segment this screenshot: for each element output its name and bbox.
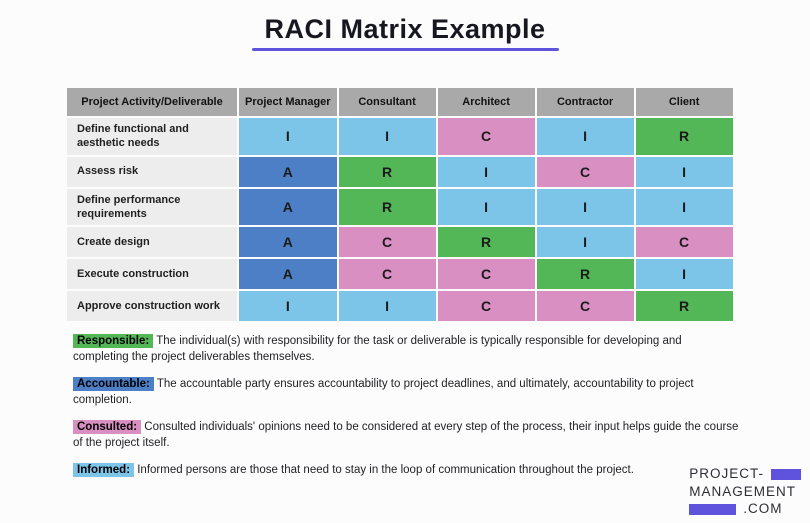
legend-key-badge: Responsible: <box>73 334 154 348</box>
raci-cell-consulted: C <box>437 291 535 322</box>
raci-cell-consulted: C <box>536 156 634 187</box>
page-title: RACI Matrix Example <box>264 14 546 44</box>
activity-label: Approve construction work <box>67 291 237 322</box>
raci-cell-informed: I <box>239 118 337 155</box>
activity-label: Create design <box>67 227 237 258</box>
logo-accent-block-icon <box>689 503 737 515</box>
raci-cell-informed: I <box>338 291 436 322</box>
column-header: Contractor <box>536 88 634 116</box>
column-header: Project Activity/Deliverable <box>67 88 237 116</box>
column-header: Project Manager <box>239 88 337 116</box>
raci-cell-responsible: R <box>635 118 733 155</box>
raci-cell-accountable: A <box>239 227 337 258</box>
raci-legend: Responsible: The individual(s) with resp… <box>73 334 739 491</box>
raci-cell-accountable: A <box>239 156 337 187</box>
raci-cell-informed: I <box>239 291 337 322</box>
raci-cell-consulted: C <box>437 118 535 155</box>
title-underline <box>251 48 559 51</box>
raci-cell-responsible: R <box>338 156 436 187</box>
legend-description: The individual(s) with responsibility fo… <box>73 335 682 363</box>
raci-cell-responsible: R <box>338 188 436 226</box>
raci-cell-responsible: R <box>635 291 733 322</box>
raci-cell-consulted: C <box>635 227 733 258</box>
raci-cell-responsible: R <box>536 259 634 290</box>
legend-description: The accountable party ensures accountabi… <box>73 378 694 406</box>
activity-label: Execute construction <box>67 259 237 290</box>
raci-cell-informed: I <box>536 227 634 258</box>
column-header: Architect <box>437 88 535 116</box>
legend-key-badge: Informed: <box>73 463 135 478</box>
logo-text-line3: .COM <box>743 501 783 517</box>
legend-item-consulted: Consulted: Consulted individuals' opinio… <box>73 420 739 451</box>
raci-cell-responsible: R <box>437 227 535 258</box>
activity-label: Define functional and aesthetic needs <box>67 118 237 155</box>
column-header: Client <box>635 88 733 116</box>
legend-key-badge: Accountable: <box>73 377 154 392</box>
raci-cell-informed: I <box>338 118 436 155</box>
raci-cell-informed: I <box>536 188 634 226</box>
legend-item-informed: Informed: Informed persons are those tha… <box>73 463 739 479</box>
logo-accent-block-icon <box>771 468 801 480</box>
raci-cell-consulted: C <box>536 291 634 322</box>
legend-item-responsible: Responsible: The individual(s) with resp… <box>73 334 739 365</box>
raci-cell-consulted: C <box>338 259 436 290</box>
legend-item-accountable: Accountable: The accountable party ensur… <box>73 377 739 408</box>
logo-text-line1: PROJECT- <box>689 466 764 482</box>
raci-cell-informed: I <box>437 156 535 187</box>
activity-label: Assess risk <box>67 156 237 187</box>
raci-cell-consulted: C <box>437 259 535 290</box>
raci-cell-accountable: A <box>239 188 337 226</box>
column-header: Consultant <box>338 88 436 116</box>
raci-cell-informed: I <box>437 188 535 226</box>
raci-cell-informed: I <box>635 188 733 226</box>
legend-description: Consulted individuals' opinions need to … <box>73 421 739 449</box>
activity-label: Define performance requirements <box>67 188 237 226</box>
site-logo: PROJECT- MANAGEMENT .COM <box>689 465 801 518</box>
logo-text-line2: MANAGEMENT <box>689 483 796 499</box>
raci-cell-informed: I <box>635 259 733 290</box>
legend-key-badge: Consulted: <box>73 420 142 435</box>
legend-description: Informed persons are those that need to … <box>134 464 634 477</box>
raci-cell-informed: I <box>635 156 733 187</box>
raci-cell-accountable: A <box>239 259 337 290</box>
raci-cell-consulted: C <box>338 227 436 258</box>
raci-cell-informed: I <box>536 118 634 155</box>
